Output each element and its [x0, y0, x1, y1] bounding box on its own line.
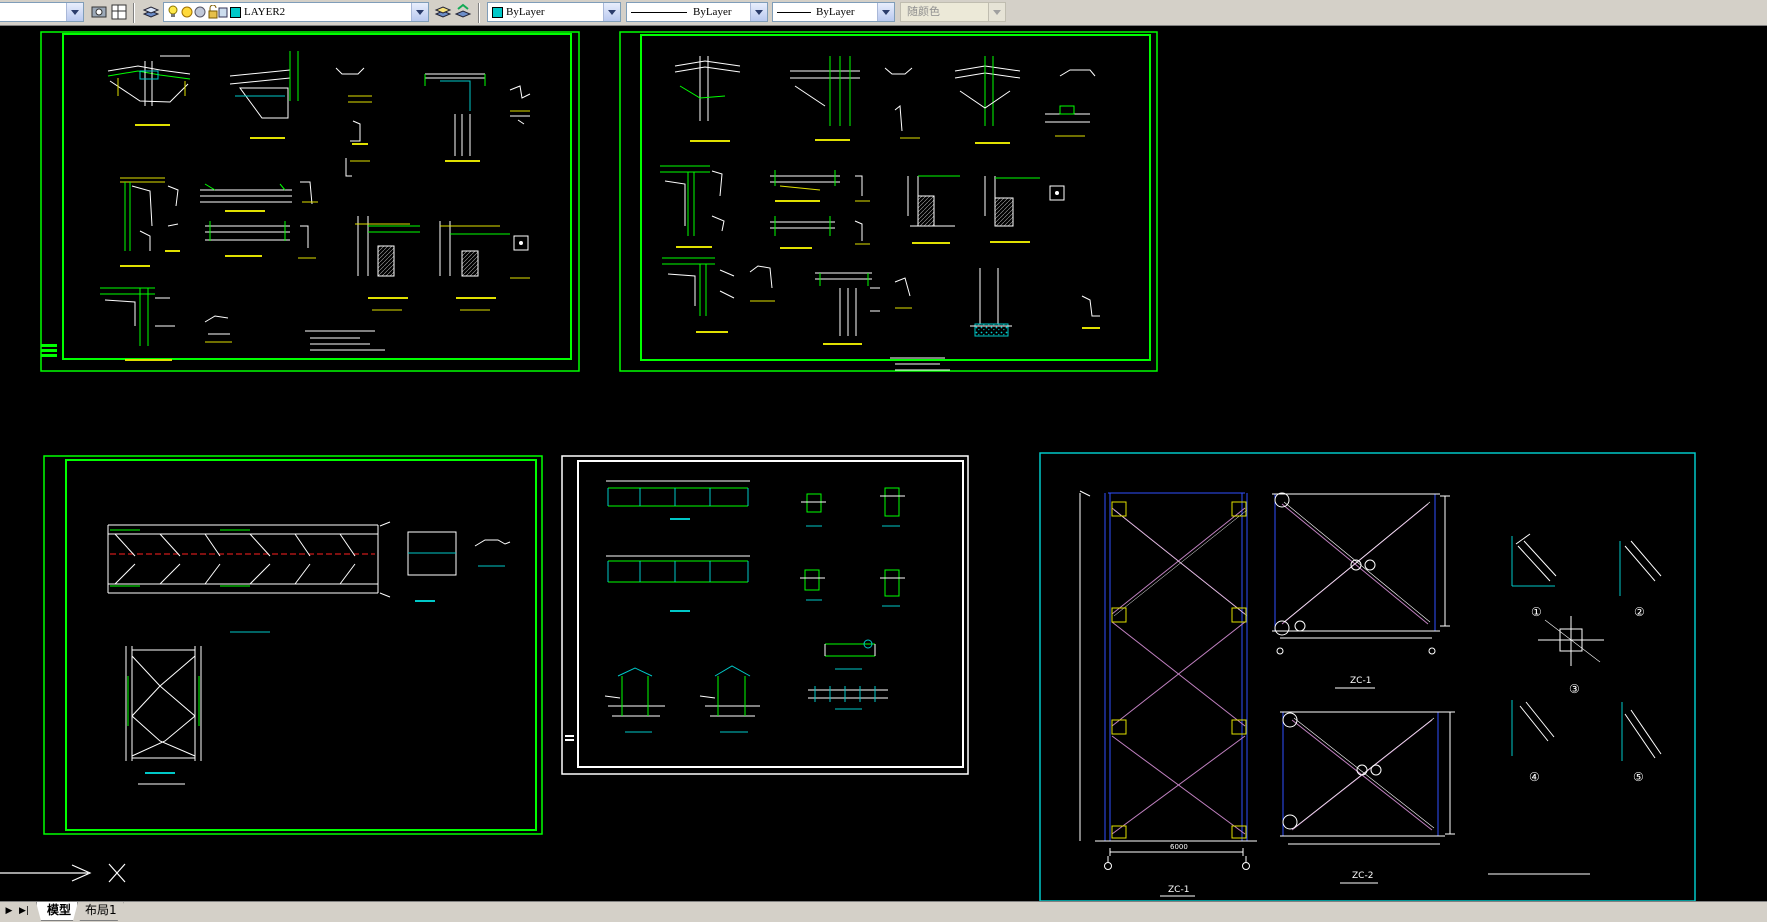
sheet-2-outer-frame [619, 31, 1158, 372]
freeze-icon [194, 6, 206, 18]
sheet-3[interactable] [43, 455, 543, 835]
sheet-4-inner-frame [577, 460, 964, 768]
chevron-down-icon[interactable] [603, 3, 620, 21]
workspace-dropdown[interactable] [0, 2, 84, 22]
sheet-1-title-mark [41, 344, 57, 357]
layer-dropdown[interactable]: LAYER2 [163, 2, 429, 22]
lineweight-sample [777, 12, 811, 13]
color-swatch [492, 7, 503, 18]
sheet-4[interactable] [561, 455, 969, 775]
layer-properties-icon[interactable] [142, 3, 160, 21]
sheet-1-outer-frame [40, 31, 580, 372]
layer-previous-icon[interactable] [454, 3, 472, 21]
grid-icon[interactable] [110, 3, 128, 21]
tab-nav-last-icon[interactable]: ▶| [19, 906, 29, 916]
ucs-icon [0, 863, 126, 883]
sheet-5-labels: ZC-1 ZC-2 ZC-1 6000 ① ② ③ ④ ⑤ [1168, 605, 1645, 895]
toolbar-separator [133, 3, 135, 23]
detail-marker-5: ⑤ [1633, 770, 1644, 784]
tab-model[interactable]: 模型 [36, 902, 79, 921]
model-space-canvas[interactable]: ZC-1 ZC-2 ZC-1 6000 ① ② ③ ④ ⑤ [0, 26, 1767, 901]
lock-icon [208, 5, 218, 19]
detail-marker-1: ① [1531, 605, 1542, 619]
detail-marker-4: ④ [1529, 770, 1540, 784]
chevron-down-icon[interactable] [411, 3, 428, 21]
layer-name: LAYER2 [244, 6, 286, 18]
make-current-icon[interactable] [434, 3, 452, 21]
color-dropdown[interactable]: ByLayer [487, 2, 621, 22]
sheet-1[interactable] [40, 31, 580, 372]
detail-marker-3: ③ [1569, 682, 1580, 696]
layer-state-icons [168, 5, 228, 19]
elevation-label: ZC-1 [1168, 885, 1189, 895]
sheet-2-inner-frame [640, 34, 1151, 361]
layout-tab-bar: ▶ ▶| 模型 布局1 [0, 901, 1767, 922]
sun-icon [181, 6, 193, 18]
sheet-3-outer-frame [43, 455, 543, 835]
sheet-4-details [604, 480, 905, 733]
sheet-2-details [660, 56, 1100, 371]
chevron-down-icon[interactable] [66, 3, 83, 21]
chevron-down-icon[interactable] [750, 3, 767, 21]
layer-color-swatch [230, 7, 241, 18]
sheet-4-outer-frame [561, 455, 969, 775]
sheet-1-inner-frame [62, 33, 572, 360]
sheet-5-frame [1039, 452, 1696, 901]
tab-nav-next-icon[interactable]: ▶ [5, 906, 13, 916]
zc2-label: ZC-2 [1352, 871, 1373, 881]
zc1-label: ZC-1 [1350, 676, 1371, 686]
sheet-1-details [100, 51, 531, 361]
properties-toolbar: LAYER2 ByLayer ByLayer ByLayer 随颜 [0, 0, 1767, 26]
linetype-dropdown[interactable]: ByLayer [626, 2, 768, 22]
plot-icon [218, 7, 228, 18]
detail-marker-2: ② [1634, 605, 1645, 619]
bulb-icon [168, 5, 178, 17]
chevron-down-icon [988, 3, 1005, 21]
lineweight-dropdown[interactable]: ByLayer [772, 2, 895, 22]
color-value: ByLayer [506, 6, 545, 18]
toolbar-separator [478, 3, 480, 23]
lineweight-value: ByLayer [816, 6, 855, 18]
camera-icon[interactable] [90, 3, 108, 21]
plotstyle-value: 随颜色 [907, 5, 940, 18]
linetype-value: ByLayer [693, 6, 732, 18]
dim-label: 6000 [1170, 843, 1188, 851]
sheet-4-title-mark [565, 735, 574, 741]
tab-layout1[interactable]: 布局1 [74, 902, 124, 921]
linetype-sample [631, 12, 687, 13]
cad-drawing: ZC-1 ZC-2 ZC-1 6000 ① ② ③ ④ ⑤ [0, 31, 1696, 901]
plotstyle-dropdown: 随颜色 [900, 2, 1006, 22]
sheet-2[interactable] [619, 31, 1158, 372]
sheet-5-details [1079, 490, 1662, 897]
sheet-3-details [107, 521, 511, 785]
sheet-5[interactable]: ZC-1 ZC-2 ZC-1 6000 ① ② ③ ④ ⑤ [1039, 452, 1696, 901]
sheet-3-inner-frame [65, 459, 537, 831]
chevron-down-icon[interactable] [877, 3, 894, 21]
